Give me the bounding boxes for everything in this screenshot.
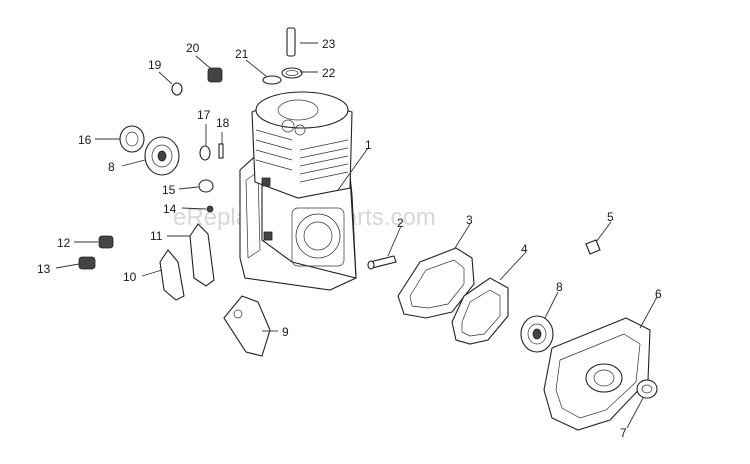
- part-8-bearing-left: [144, 136, 180, 176]
- part-17-plug: [199, 145, 211, 161]
- part-4-gasket: [451, 277, 509, 345]
- part-8-bearing-right: [520, 315, 554, 353]
- part-6-closure-plate: [543, 317, 651, 431]
- part-15-plug: [198, 179, 214, 193]
- callout-5: 5: [607, 210, 614, 224]
- callout-17: 17: [197, 108, 211, 122]
- callout-9: 9: [282, 325, 289, 339]
- callout-1: 1: [365, 138, 372, 152]
- part-5-plug: [585, 239, 601, 255]
- callout-19: 19: [148, 58, 162, 72]
- callout-6: 6: [655, 287, 662, 301]
- part-16-oil-seal: [119, 125, 145, 153]
- part-1-cylinder-block: [239, 91, 357, 291]
- callout-16: 16: [78, 133, 92, 147]
- callout-2: 2: [397, 216, 404, 230]
- part-12-nut: [98, 235, 114, 249]
- callout-23: 23: [322, 37, 336, 51]
- callout-8-left: 8: [108, 160, 115, 174]
- part-14-small-pin: [206, 205, 214, 213]
- part-19-plug: [171, 82, 183, 96]
- callout-8-right: 8: [556, 280, 563, 294]
- part-20-spring: [207, 67, 223, 83]
- part-10-breather-cover: [159, 249, 185, 301]
- callout-4: 4: [521, 242, 528, 256]
- part-7-seal: [636, 379, 658, 399]
- part-3-gasket: [397, 247, 475, 319]
- callout-18: 18: [216, 116, 230, 130]
- part-22-ring: [281, 67, 303, 79]
- callout-11: 11: [150, 229, 163, 243]
- part-9-cover: [223, 295, 271, 357]
- callout-21: 21: [235, 47, 249, 61]
- part-13-nut: [78, 256, 96, 270]
- part-23-tube: [286, 27, 296, 57]
- part-2-pin: [367, 255, 397, 270]
- callout-13: 13: [37, 262, 51, 276]
- callout-14: 14: [163, 202, 177, 216]
- callout-3: 3: [466, 213, 473, 227]
- part-21-washer: [262, 75, 282, 85]
- callout-22: 22: [322, 66, 336, 80]
- part-11-gasket: [189, 223, 215, 287]
- callout-20: 20: [186, 41, 200, 55]
- leader-lines: [55, 42, 658, 429]
- part-18-stud: [218, 143, 224, 159]
- callout-15: 15: [162, 183, 176, 197]
- callout-10: 10: [123, 270, 137, 284]
- callout-12: 12: [57, 236, 71, 250]
- callout-7: 7: [620, 426, 627, 440]
